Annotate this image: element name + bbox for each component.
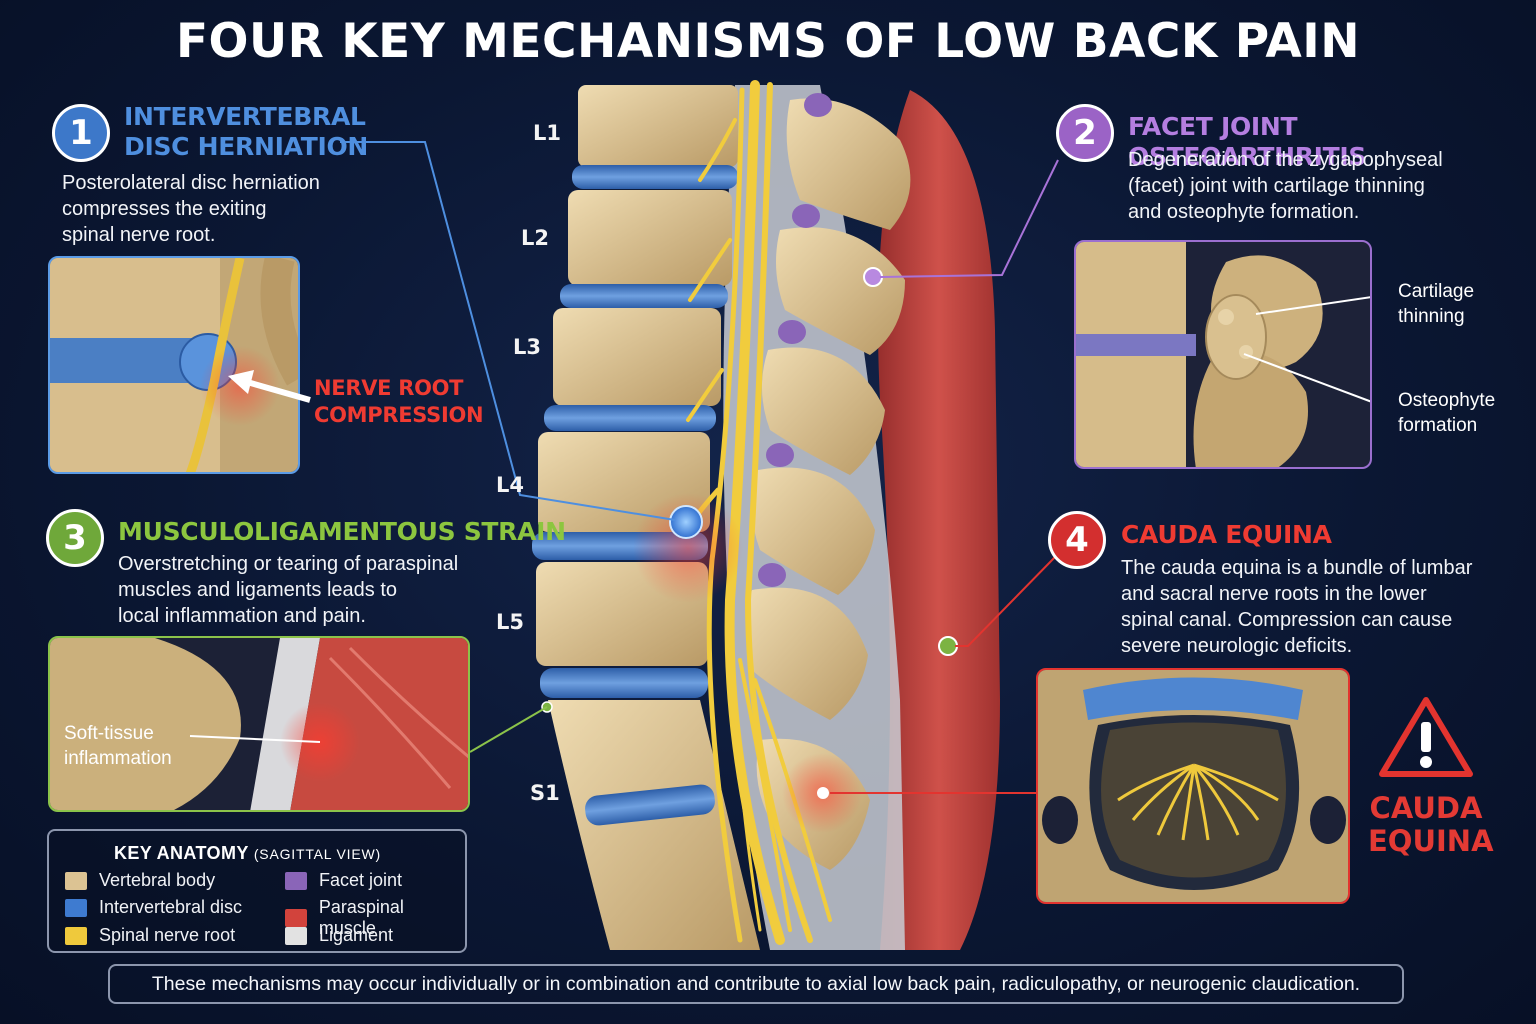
level-label-l1: L1 — [533, 121, 561, 145]
paraspinal-muscle — [878, 90, 1000, 950]
mechanism-3-badge: 3 — [46, 509, 104, 567]
vertebra-l2 — [568, 190, 732, 286]
mechanism-4-badge: 4 — [1048, 511, 1106, 569]
muscle-marker — [938, 636, 958, 656]
herniation-marker — [669, 505, 703, 539]
legend-item-spinal-nerve-root: Spinal nerve root — [65, 925, 235, 946]
legend-item-paraspinal-muscle: Paraspinal muscle — [285, 897, 465, 939]
herniation-glow — [633, 493, 743, 603]
vertebra-l3 — [553, 308, 721, 406]
key-anatomy-legend: KEY ANATOMY (SAGITTAL VIEW) Vertebral bo… — [47, 829, 467, 953]
mechanism-2-description: Degeneration of the zygapophyseal(facet)… — [1128, 149, 1443, 223]
posterior-elements — [746, 98, 911, 870]
facet-osteoarthritis-inset — [1074, 240, 1372, 469]
level-label-l5: L5 — [496, 610, 524, 634]
vertebra-l1 — [578, 85, 738, 167]
facet-marker — [863, 267, 883, 287]
page-title: FOUR KEY MECHANISMS OF LOW BACK PAIN — [175, 14, 1361, 69]
cauda-marker — [817, 787, 829, 799]
disc-l2-l3 — [560, 284, 728, 308]
disc-l3-l4 — [544, 405, 716, 431]
mechanism-2-badge: 2 — [1056, 104, 1114, 162]
connector-1 — [340, 141, 676, 521]
facet-joints — [758, 93, 832, 587]
legend-title: KEY ANATOMY (SAGITTAL VIEW) — [114, 843, 381, 863]
mechanism-1-badge: 1 — [52, 104, 110, 162]
disc-l1-l2 — [572, 165, 738, 189]
mechanism-2-title: FACET JOINT OSTEOARTHRITIS — [1128, 112, 1367, 171]
connector-4 — [955, 554, 1058, 647]
disc-herniation-inset — [48, 256, 300, 474]
legend-item-intervertebral-disc: Intervertebral disc — [65, 897, 242, 918]
mechanism-4-title: CAUDA EQUINA — [1121, 520, 1332, 549]
connector-2 — [879, 159, 1059, 278]
disc-sacral — [585, 784, 715, 826]
level-label-s1: S1 — [530, 781, 560, 805]
footer-note: These mechanisms may occur individually … — [108, 964, 1404, 1004]
legend-item-ligament: Ligament — [285, 925, 393, 946]
connector-3 — [469, 706, 548, 753]
level-label-l3: L3 — [513, 335, 541, 359]
musculoligamentous-strain-inset — [48, 636, 470, 812]
mechanism-3-title: MUSCULOLIGAMENTOUS STRAIN — [118, 517, 566, 546]
legend-item-facet-joint: Facet joint — [285, 870, 402, 891]
cauda-equina-inset — [1036, 668, 1350, 904]
disc-l5-s1 — [540, 668, 708, 698]
legend-item-vertebral-body: Vertebral body — [65, 870, 215, 891]
warning-icon — [1379, 697, 1473, 777]
level-label-l4: L4 — [496, 473, 524, 497]
vertebra-s1 — [548, 700, 760, 950]
level-label-l2: L2 — [521, 226, 549, 250]
compression-arrow — [228, 370, 311, 403]
